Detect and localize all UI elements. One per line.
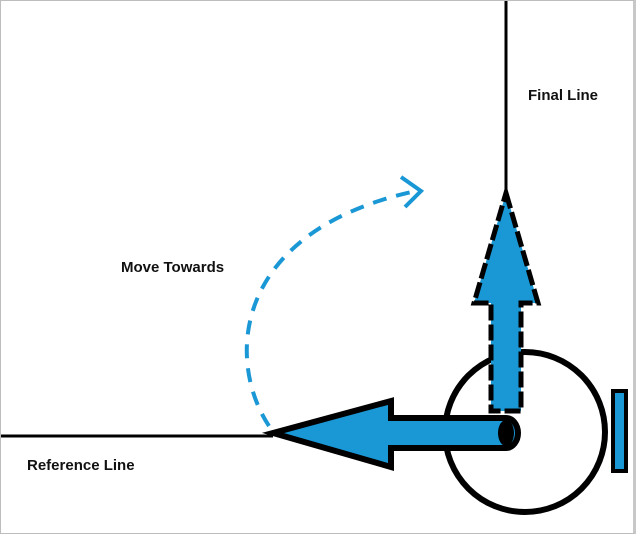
final-line-label: Final Line — [528, 87, 599, 104]
vertical-arrow — [470, 184, 542, 414]
arc-arrowhead-icon — [399, 175, 425, 209]
sensor-rect — [611, 389, 628, 473]
reference-line-label: Reference Line — [27, 457, 135, 474]
arrow-pivot — [498, 420, 514, 446]
move-towards-label: Move Towards — [121, 259, 225, 276]
horizontal-arrow — [261, 397, 521, 471]
move-towards-arc — [244, 189, 417, 428]
